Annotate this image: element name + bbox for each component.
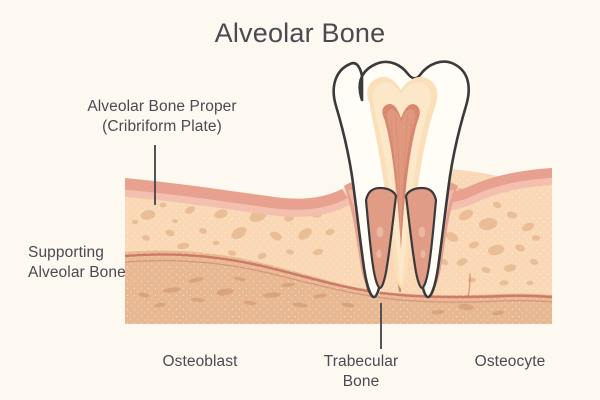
label-supporting-alveolar-bone: Supporting Alveolar Bone — [28, 244, 126, 281]
root-canal-right — [404, 186, 438, 290]
label-trabecular-bone: Trabecular Bone — [323, 353, 399, 390]
cribriform-plate-right — [424, 168, 552, 211]
label-osteoblast: Osteoblast — [162, 353, 238, 370]
root-canal-lumen — [376, 226, 426, 259]
page-title: Alveolar Bone — [214, 18, 386, 48]
supporting-bone-cavities — [138, 276, 504, 316]
label-osteocyte: Osteocyte — [474, 353, 546, 370]
leader-lines — [154, 145, 382, 349]
root-canal-left — [364, 186, 398, 290]
tooth — [332, 60, 470, 299]
cribriform-plate-left — [125, 178, 351, 217]
label-alveolar-bone-proper: Alveolar Bone Proper (Cribriform Plate) — [87, 98, 237, 135]
